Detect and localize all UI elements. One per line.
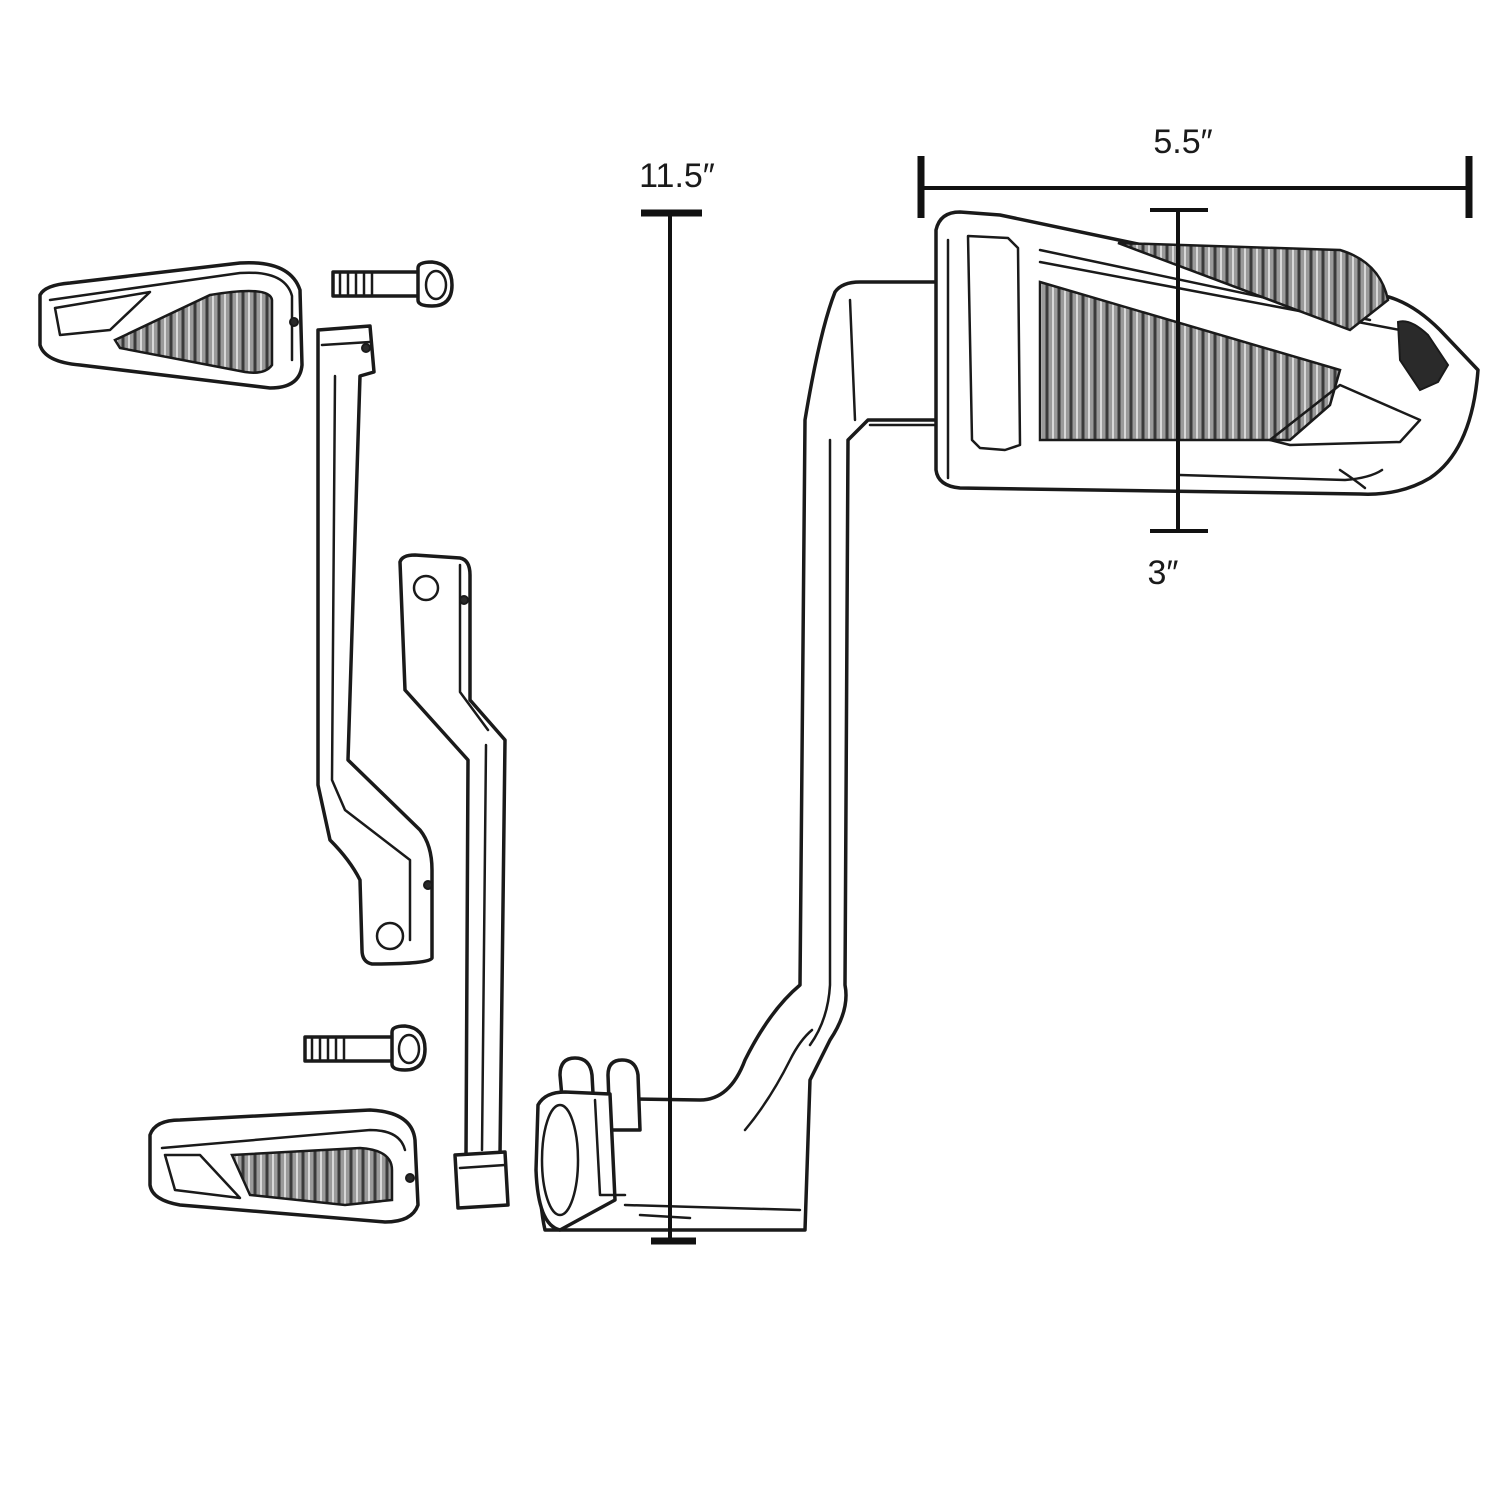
bolt-bottom [303, 1024, 427, 1072]
footpeg-large [934, 210, 1480, 496]
depth-label: 3″ [1148, 554, 1179, 592]
height-label: 11.5″ [639, 157, 715, 195]
bolt-top [331, 260, 454, 308]
depth-dimension: 3″ [1148, 208, 1208, 592]
footpeg-bottom-left [148, 1108, 420, 1224]
height-dimension: 11.5″ [639, 157, 715, 1245]
shift-lever-assembly [534, 280, 942, 1232]
footpeg-top-left [38, 260, 304, 390]
width-dimension: 5.5″ [917, 123, 1473, 218]
shift-linkage-arm [398, 553, 510, 1210]
shift-rod-long [316, 324, 434, 966]
width-label: 5.5″ [1153, 123, 1212, 161]
